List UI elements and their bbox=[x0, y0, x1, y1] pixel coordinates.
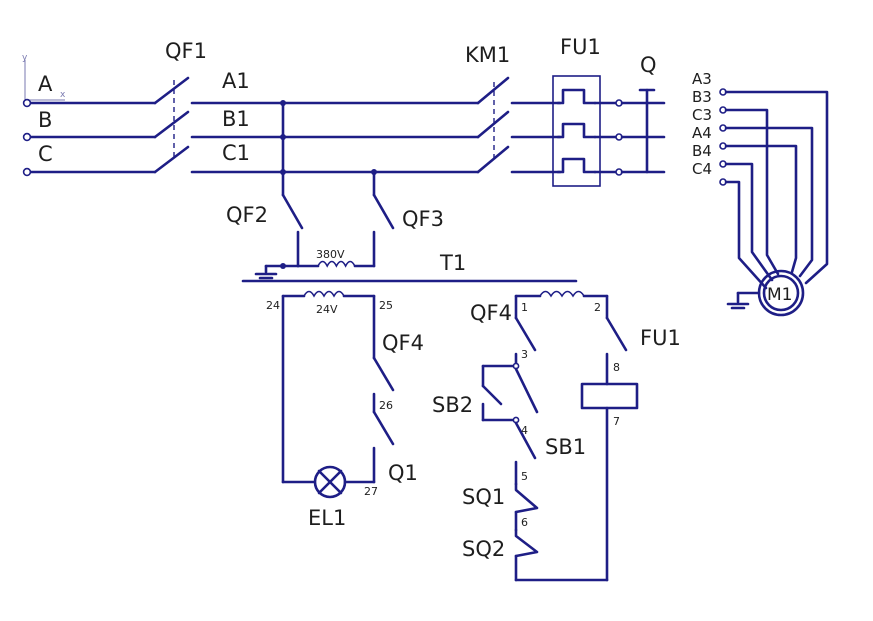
label-phase-a: A bbox=[38, 72, 53, 96]
t1-primary-winding bbox=[254, 260, 356, 280]
label-q1: Q1 bbox=[388, 461, 418, 485]
label-m1: M1 bbox=[767, 285, 792, 305]
label-km1: KM1 bbox=[465, 43, 510, 67]
label-qf4-right: QF4 bbox=[470, 301, 512, 325]
label-a3: A3 bbox=[692, 70, 712, 88]
label-sb2: SB2 bbox=[432, 393, 473, 417]
label-phase-c: C bbox=[38, 142, 53, 166]
label-sq2: SQ2 bbox=[462, 537, 505, 561]
node-1: 1 bbox=[521, 301, 528, 314]
label-b4: B4 bbox=[692, 142, 712, 160]
label-el1: EL1 bbox=[308, 506, 346, 530]
label-b1: B1 bbox=[222, 107, 250, 131]
node-2: 2 bbox=[594, 301, 601, 314]
label-c1: C1 bbox=[222, 141, 250, 165]
power-lines bbox=[22, 75, 666, 197]
label-q: Q bbox=[640, 53, 657, 77]
km1-contactor bbox=[476, 76, 510, 174]
terminal-c bbox=[22, 167, 32, 177]
node-24: 24 bbox=[266, 299, 280, 312]
qf2-qf3-branch bbox=[281, 193, 395, 268]
label-sq1: SQ1 bbox=[462, 485, 505, 509]
label-qf1: QF1 bbox=[165, 39, 207, 63]
label-sb1: SB1 bbox=[545, 435, 586, 459]
node-27: 27 bbox=[364, 485, 378, 498]
label-24v: 24V bbox=[316, 303, 338, 316]
label-qf3: QF3 bbox=[402, 207, 444, 231]
label-phase-b: B bbox=[38, 108, 52, 132]
label-c3: C3 bbox=[692, 106, 712, 124]
node-3: 3 bbox=[521, 348, 528, 361]
el1-lamp bbox=[313, 465, 347, 499]
node-26: 26 bbox=[379, 399, 393, 412]
node-6: 6 bbox=[521, 516, 528, 529]
m1-motor bbox=[726, 269, 805, 317]
label-fu1-control: FU1 bbox=[640, 326, 681, 350]
terminal-b bbox=[22, 132, 32, 142]
axis-indicator: y x bbox=[22, 53, 66, 101]
label-qf2: QF2 bbox=[226, 203, 268, 227]
label-c4: C4 bbox=[692, 160, 712, 178]
terminal-a bbox=[22, 98, 32, 108]
motor-wiring bbox=[719, 88, 829, 317]
label-a4: A4 bbox=[692, 124, 712, 142]
label-t1: T1 bbox=[439, 251, 466, 275]
node-7: 7 bbox=[613, 415, 620, 428]
qf1-breaker bbox=[153, 76, 190, 174]
node-4: 4 bbox=[521, 424, 528, 437]
label-380v: 380V bbox=[316, 248, 345, 261]
control-circuit bbox=[481, 290, 639, 582]
label-a1: A1 bbox=[222, 69, 250, 93]
label-b3: B3 bbox=[692, 88, 712, 106]
km1-coil bbox=[580, 382, 639, 410]
label-qf4-left: QF4 bbox=[382, 331, 424, 355]
labels: A B C QF1 A1 B1 C1 KM1 FU1 Q A3 B3 C3 A4… bbox=[38, 35, 792, 561]
node-25: 25 bbox=[379, 299, 393, 312]
fu1-fuse-block bbox=[552, 75, 601, 187]
node-8: 8 bbox=[613, 361, 620, 374]
node-5: 5 bbox=[521, 470, 528, 483]
axis-y-label: y bbox=[22, 53, 28, 63]
label-fu1: FU1 bbox=[560, 35, 601, 59]
lighting-circuit bbox=[281, 290, 395, 499]
axis-x-label: x bbox=[60, 90, 66, 100]
q-switch bbox=[638, 88, 656, 174]
